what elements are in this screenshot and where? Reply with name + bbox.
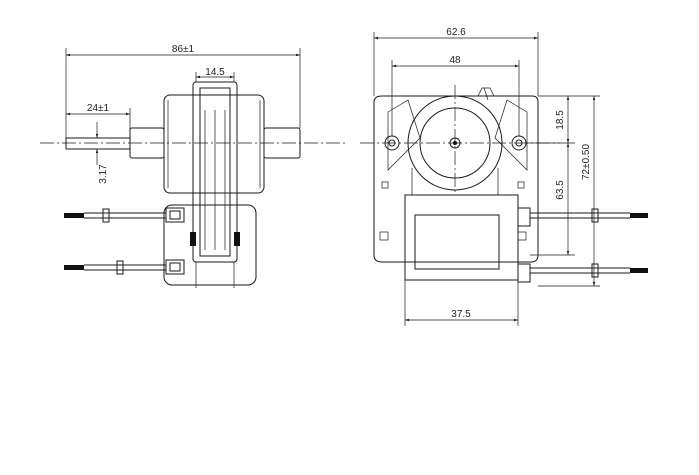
front-terminal-lower	[517, 263, 648, 283]
dimension-overall-width: 62.6	[373, 27, 539, 96]
dimension-coil-width: 14.5	[195, 67, 235, 82]
dimension-label-overall-length: 86±1	[172, 44, 195, 55]
coil-box	[404, 194, 519, 281]
dimension-overall-height: 72±0.50	[581, 96, 596, 286]
dimension-label-hole-spacing: 48	[449, 55, 461, 66]
dimension-label-overall-height: 72±0.50	[581, 144, 592, 181]
side-view: 86±1 14.5 24±1 3.17	[40, 44, 345, 288]
lower-bracket	[163, 204, 257, 286]
dimension-coil-bracket-width: 37.5	[404, 280, 519, 326]
dimension-label-hole-to-terminal: 63.5	[555, 180, 566, 200]
top-clip	[477, 87, 495, 101]
side-lead-wire-lower	[64, 260, 166, 275]
shaft	[65, 137, 130, 150]
rear-bearing-boss	[263, 127, 301, 159]
dimension-label-shaft-diameter: 3.17	[98, 164, 109, 184]
mounting-plate	[373, 95, 539, 263]
dimension-top-offset: 18.5	[555, 96, 570, 143]
dimension-label-coil-bracket-width: 37.5	[451, 309, 471, 320]
dimension-label-shaft-length: 24±1	[87, 103, 110, 114]
stator-body	[163, 94, 265, 194]
dimension-label-top-offset: 18.5	[555, 110, 566, 130]
dimension-label-overall-width: 62.6	[446, 27, 466, 38]
dimension-label-coil-width: 14.5	[205, 67, 225, 78]
dimension-hole-to-terminal: 63.5	[555, 143, 570, 255]
dimension-overall-length: 86±1	[65, 44, 301, 138]
side-lead-wire-upper	[64, 208, 166, 223]
dimension-shaft-diameter: 3.17	[95, 122, 109, 184]
side-terminals	[165, 207, 185, 275]
dimension-shaft-length: 24±1	[66, 103, 131, 138]
dimension-hole-spacing: 48	[391, 55, 520, 136]
front-view: 62.6 48 37.5 18.5 63.5	[360, 27, 648, 326]
coil-frame	[192, 81, 238, 288]
